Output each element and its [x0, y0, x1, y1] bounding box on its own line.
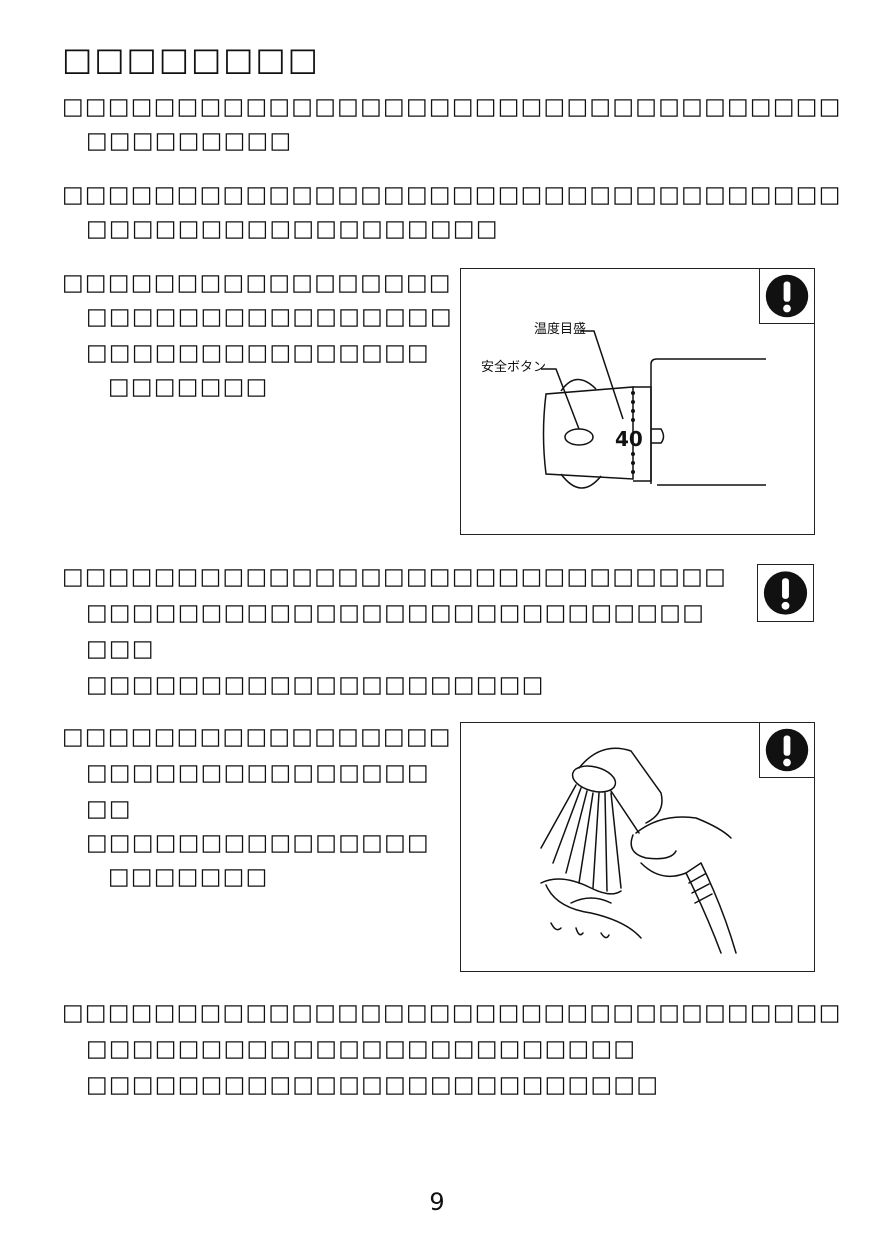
section-5-line-2: □□□□□□□□□□□□□□□	[86, 760, 430, 786]
section-1-line-2: □□□□□□□□□	[86, 128, 293, 154]
section-2-line-1: □□□□□□□□□□□□□□□□□□□□□□□□□□□□□□□□□□	[62, 182, 842, 208]
caution-icon	[759, 268, 815, 324]
label-temperature-scale: 温度目盛	[534, 322, 587, 337]
section-6-line-2: □□□□□□□□□□□□□□□□□□□□□□□□	[86, 1036, 637, 1062]
section-3-line-3: □□□□□□□□□□□□□□□	[86, 340, 430, 366]
section-3-line-2: □□□□□□□□□□□□□□□□	[86, 304, 453, 330]
label-safety-button: 安全ボタン	[481, 360, 547, 375]
section-4-line-2: □□□□□□□□□□□□□□□□□□□□□□□□□□□	[86, 600, 706, 626]
section-3-line-1: □□□□□□□□□□□□□□□□□	[62, 270, 452, 296]
section-3-line-4: □□□□□□□	[108, 374, 269, 400]
shower-hand-illustration	[540, 747, 737, 954]
page-number: 9	[429, 1188, 445, 1216]
section-5-line-5: □□□□□□□	[108, 864, 269, 890]
figure-temperature-dial: 温度目盛 安全ボタン 40	[460, 268, 815, 535]
caution-icon	[757, 564, 814, 622]
section-2-line-2: □□□□□□□□□□□□□□□□□□	[86, 216, 499, 242]
section-4-line-3: □□□	[86, 636, 155, 662]
dial-value: 40	[615, 427, 643, 451]
section-6-line-3: □□□□□□□□□□□□□□□□□□□□□□□□□	[86, 1072, 660, 1098]
section-1-line-1: □□□□□□□□□□□□□□□□□□□□□□□□□□□□□□□□□□	[62, 94, 842, 120]
section-5-line-4: □□□□□□□□□□□□□□□	[86, 830, 430, 856]
figure-shower-test	[460, 722, 815, 972]
page-title: □□□□□□□□	[62, 40, 320, 78]
section-5-line-3: □□	[86, 796, 132, 822]
section-5-line-1: □□□□□□□□□□□□□□□□□	[62, 724, 452, 750]
section-4-line-4: □□□□□□□□□□□□□□□□□□□□	[86, 672, 545, 698]
section-6-line-1: □□□□□□□□□□□□□□□□□□□□□□□□□□□□□□□□□□	[62, 1000, 842, 1026]
faucet-dial-illustration	[541, 330, 766, 489]
section-4-line-1: □□□□□□□□□□□□□□□□□□□□□□□□□□□□□	[62, 564, 727, 590]
caution-icon	[759, 722, 815, 778]
